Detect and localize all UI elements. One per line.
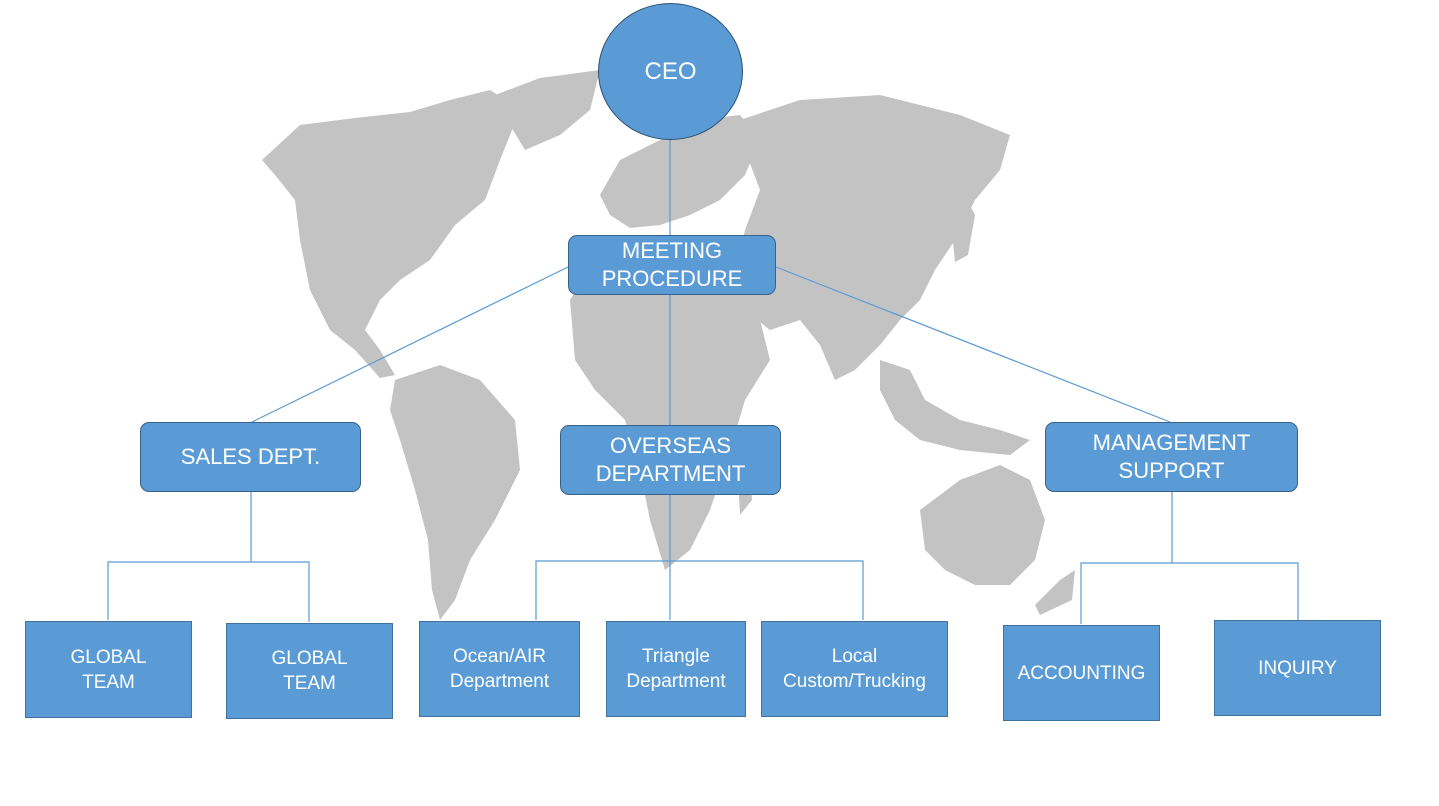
- sales-dept-label: SALES DEPT.: [180, 444, 321, 469]
- southeast-asia-shape: [880, 360, 1030, 455]
- japan-shape: [945, 190, 975, 262]
- ocean-air-department-label: Ocean/AIR Department: [449, 646, 550, 692]
- europe-shape: [600, 115, 760, 228]
- sales-dept-node: SALES DEPT.: [140, 422, 361, 492]
- asia-shape: [735, 95, 1010, 380]
- connector-meeting-management: [775, 266, 1171, 423]
- ceo-label: CEO: [644, 57, 697, 85]
- global-team-label-1: GLOBAL TEAM: [70, 646, 147, 693]
- inquiry-node: INQUIRY: [1214, 620, 1381, 716]
- meeting-procedure-node: MEETING PROCEDURE: [568, 235, 776, 295]
- ceo-node: CEO: [598, 3, 743, 140]
- south-america-shape: [390, 365, 520, 620]
- australia-shape: [920, 465, 1045, 585]
- new-zealand-shape: [1035, 570, 1075, 615]
- connector-management-branch: [1080, 562, 1299, 624]
- connector-overseas-row: [535, 560, 864, 620]
- local-custom-trucking-node: Local Custom/Trucking: [761, 621, 948, 717]
- connector-sales-branch: [107, 561, 310, 622]
- meeting-procedure-label: MEETING PROCEDURE: [601, 238, 743, 291]
- ocean-air-department-node: Ocean/AIR Department: [419, 621, 580, 717]
- management-support-node: MANAGEMENT SUPPORT: [1045, 422, 1298, 492]
- triangle-department-node: Triangle Department: [606, 621, 746, 717]
- management-support-label: MANAGEMENT SUPPORT: [1092, 430, 1251, 483]
- global-team-node-1: GLOBAL TEAM: [25, 621, 192, 718]
- global-team-node-2: GLOBAL TEAM: [226, 623, 393, 719]
- inquiry-label: INQUIRY: [1258, 657, 1337, 679]
- accounting-label: ACCOUNTING: [1017, 662, 1146, 684]
- overseas-department-label: OVERSEAS DEPARTMENT: [595, 433, 746, 486]
- greenland-shape: [495, 70, 600, 150]
- north-america-shape: [262, 90, 520, 378]
- connector-meeting-sales: [251, 266, 569, 423]
- local-custom-trucking-label: Local Custom/Trucking: [783, 646, 926, 692]
- accounting-node: ACCOUNTING: [1003, 625, 1160, 721]
- triangle-department-label: Triangle Department: [626, 646, 726, 692]
- overseas-department-node: OVERSEAS DEPARTMENT: [560, 425, 781, 495]
- global-team-label-2: GLOBAL TEAM: [271, 648, 348, 694]
